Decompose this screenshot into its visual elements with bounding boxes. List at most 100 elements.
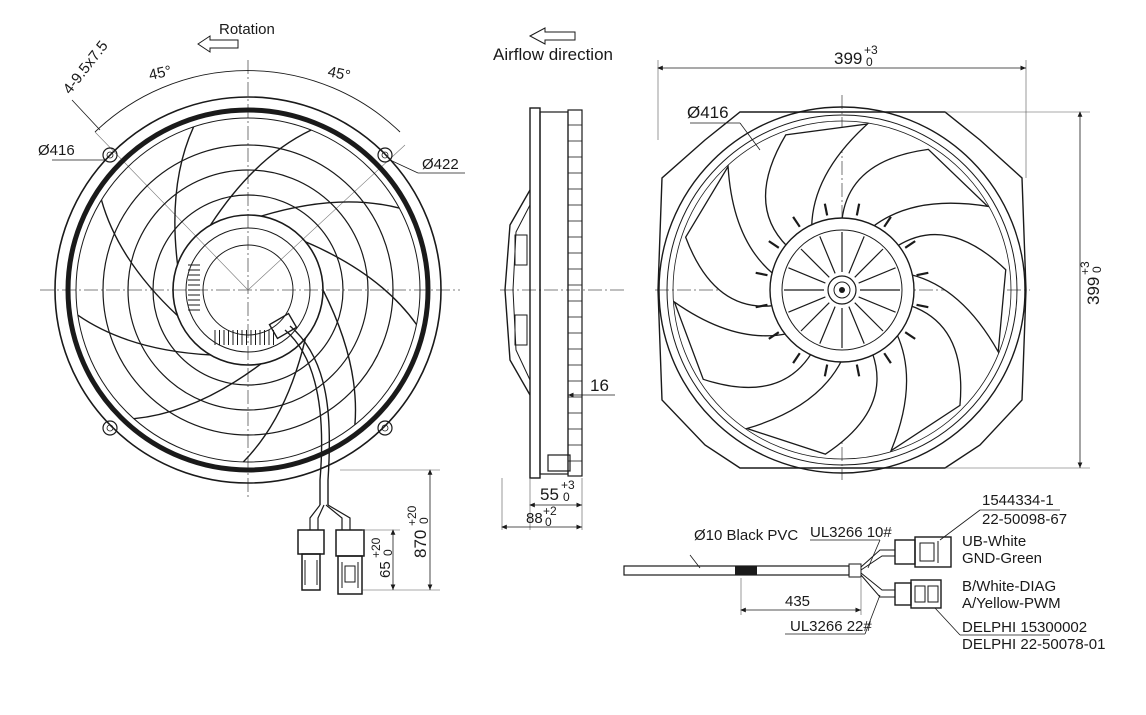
hub-tab	[916, 271, 929, 277]
mounting-ear	[377, 147, 393, 163]
length-435-label: 435	[785, 593, 810, 610]
guard-spoke	[77, 314, 211, 356]
svg-text:0: 0	[563, 490, 570, 504]
svg-text:+3: +3	[1078, 261, 1092, 275]
hub-tab	[792, 352, 801, 364]
hub-ribs	[755, 203, 929, 377]
wiring-connector-1	[894, 536, 952, 568]
guard-spoke	[305, 241, 418, 325]
hub-rib	[858, 267, 896, 284]
conn2-pin2: A/Yellow-PWM	[962, 595, 1061, 612]
hub-rib	[788, 267, 826, 284]
mounting-ear	[377, 420, 393, 436]
front-connector-2	[335, 529, 365, 595]
mounting-ears	[102, 147, 393, 436]
dia-416-label: Ø416	[38, 142, 75, 159]
hub-rib	[848, 306, 865, 344]
hub-rib	[819, 236, 836, 274]
hub-tab	[904, 240, 916, 249]
front-view	[40, 35, 465, 595]
angle-right-label: 45°	[326, 63, 352, 84]
conn2-pin1: B/White-DIAG	[962, 578, 1056, 595]
conn2-pn2: DELPHI 22-50078-01	[962, 636, 1105, 653]
shroud-ring	[65, 107, 431, 473]
guard-spokes	[77, 126, 418, 463]
shroud-outer	[54, 96, 442, 484]
guard-spoke	[322, 289, 357, 425]
hub-tab	[768, 331, 780, 340]
guard-spoke	[133, 363, 262, 420]
wiring-connector-2	[894, 579, 942, 609]
cable-spec-label: Ø10 Black PVC	[694, 527, 798, 544]
motor-housing	[172, 214, 324, 366]
guard-ring	[102, 144, 394, 436]
hub-rib	[800, 302, 830, 332]
svg-text:870: 870	[411, 530, 430, 558]
dia-422-label: Ø422	[422, 156, 459, 173]
hub-tab	[855, 203, 861, 216]
airflow-label: Airflow direction	[493, 45, 613, 64]
guard-spoke	[209, 129, 312, 226]
fan-blades	[673, 123, 1007, 455]
fan-blade	[895, 233, 1007, 354]
hub-rib	[854, 302, 884, 332]
side-frame	[529, 107, 541, 479]
fan-blade	[684, 164, 775, 307]
hub-rib	[819, 306, 836, 344]
connector-length-dim: 65 +20 0	[369, 537, 395, 578]
bolt-spec-label: 4-9.5x7.5	[60, 38, 112, 98]
svg-text:399: 399	[834, 49, 862, 68]
svg-text:0: 0	[381, 549, 395, 556]
svg-text:399: 399	[1084, 277, 1103, 305]
mounting-ear	[102, 147, 118, 163]
hub-rib	[800, 248, 830, 278]
dim-88: 88 +2 0	[526, 504, 557, 529]
rotation-arrow-icon	[197, 35, 239, 53]
mounting-hole	[106, 151, 114, 159]
conn1-pin2: GND-Green	[962, 550, 1042, 567]
fan-blade	[764, 123, 870, 248]
rear-view	[655, 60, 1090, 480]
hub-tab	[883, 352, 892, 364]
wire-22-label: UL3266 22#	[790, 618, 872, 635]
front-connector-1	[297, 529, 325, 591]
fan-blade	[673, 300, 813, 389]
svg-text:0: 0	[417, 517, 431, 524]
svg-text:65: 65	[377, 561, 394, 578]
guard-spoke	[100, 199, 179, 317]
rotation-label: Rotation	[219, 21, 275, 38]
angle-left-label: 45°	[147, 63, 173, 84]
side-motor	[504, 189, 531, 396]
hub-rib	[848, 236, 865, 274]
wiring-diagram	[623, 509, 1060, 636]
svg-text:0: 0	[1090, 266, 1104, 273]
svg-text:0: 0	[866, 55, 873, 69]
side-view	[500, 27, 625, 530]
wire-10-label: UL3266 10#	[810, 524, 892, 541]
guard-ring	[127, 169, 369, 411]
svg-text:0: 0	[545, 515, 552, 529]
mounting-hole	[381, 151, 389, 159]
hub-tab	[916, 303, 929, 309]
hub-tab	[792, 216, 801, 228]
svg-text:88: 88	[526, 510, 543, 527]
hub-rib	[788, 296, 826, 313]
mounting-ear	[102, 420, 118, 436]
svg-text:+2: +2	[543, 504, 557, 518]
guard-spoke	[174, 126, 195, 265]
hub-rib	[854, 248, 884, 278]
guard-spoke	[260, 201, 400, 217]
conn1-pn1: 1544334-1	[982, 492, 1054, 509]
side-ribs	[568, 124, 582, 462]
conn1-pin1: UB-White	[962, 533, 1026, 550]
airflow-arrow-icon	[528, 27, 576, 45]
hub-tab	[768, 240, 780, 249]
cable-length-dim: 870 +20 0	[405, 505, 431, 558]
guard-spoke	[242, 338, 307, 463]
rear-width-dim: 399 +3 0	[834, 43, 878, 69]
hub-rib	[858, 296, 896, 313]
svg-text:+20: +20	[405, 505, 419, 526]
hub-tab	[904, 331, 916, 340]
svg-text:+20: +20	[369, 537, 383, 558]
